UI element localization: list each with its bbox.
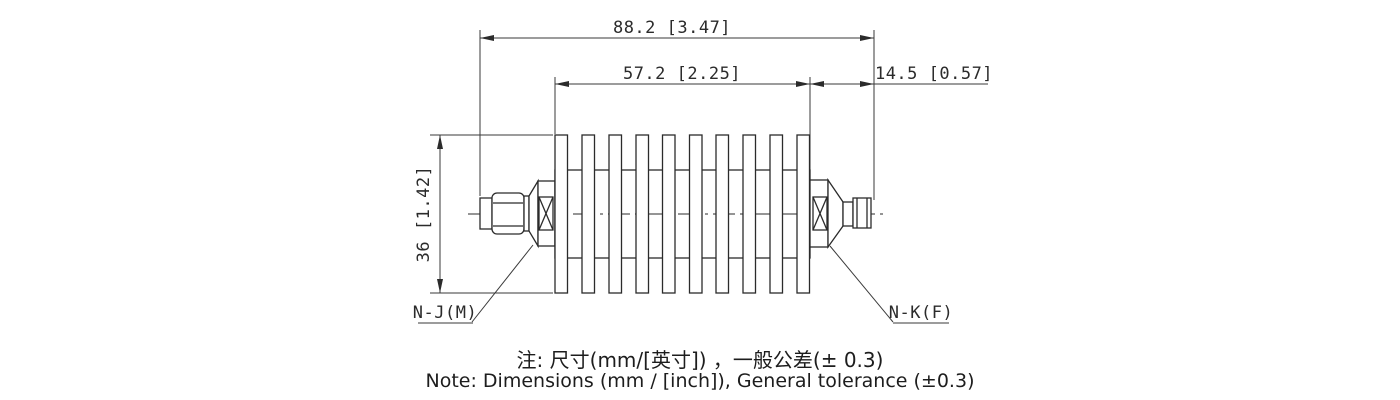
male-connector-pin <box>479 197 493 230</box>
heatsink-fin <box>796 134 811 294</box>
dimension-text-body: 57.2 [2.25] <box>623 64 741 84</box>
connector-label-right: N-K(F) <box>889 303 953 323</box>
right-cone-taper <box>827 177 844 250</box>
right-crosshatch-box <box>812 196 828 231</box>
leader-right-connector: N-K(F) <box>829 245 953 324</box>
arrowhead <box>480 35 494 41</box>
female-connector-body <box>852 197 872 229</box>
heatsink-fin <box>581 134 596 294</box>
heatsink-fin <box>608 134 623 294</box>
heatsink-fin <box>661 134 676 294</box>
arrowhead <box>860 35 874 41</box>
arrowhead <box>796 81 810 87</box>
dimension-body-length: 57.2 [2.25] <box>554 64 811 179</box>
left-crosshatch-box <box>538 196 554 231</box>
heatsink-fin <box>688 134 703 294</box>
connector-neck <box>842 201 854 227</box>
dimension-text-height: 36 [1.42] <box>414 166 434 263</box>
heatsink-fin <box>769 134 784 294</box>
connector-neck <box>523 195 530 232</box>
leader-line <box>471 244 534 323</box>
heatsink-body <box>554 134 811 294</box>
heatsink-fin <box>554 134 569 294</box>
arrowhead <box>555 81 569 87</box>
note-line-chinese: 注: 尺寸(mm/[英寸]) ，一般公差(± 0.3) <box>516 348 884 372</box>
dimension-text-connector: 14.5 [0.57] <box>875 64 993 84</box>
arrowhead <box>810 81 824 87</box>
arrowhead <box>860 81 874 87</box>
heatsink-fin <box>742 134 757 294</box>
male-connector <box>479 178 556 249</box>
dimension-text-overall: 88.2 [3.47] <box>613 18 731 38</box>
heatsink-fin <box>715 134 730 294</box>
arrowhead <box>437 279 443 293</box>
female-connector <box>809 177 872 250</box>
dimension-connector-length: 14.5 [0.57] <box>810 64 993 87</box>
arrowhead <box>437 135 443 149</box>
connector-label-left: N-J(M) <box>413 303 477 323</box>
leader-line <box>829 245 894 323</box>
heatsink-fin <box>635 134 650 294</box>
dimension-overall-length: 88.2 [3.47] <box>479 18 875 200</box>
hex-coupling-nut <box>491 192 525 235</box>
left-cone-taper <box>528 178 539 249</box>
leader-left-connector: N-J(M) <box>413 244 534 324</box>
note-line-english: Note: Dimensions (mm / [inch]), General … <box>425 370 975 392</box>
dimension-height: 36 [1.42] <box>414 134 553 294</box>
